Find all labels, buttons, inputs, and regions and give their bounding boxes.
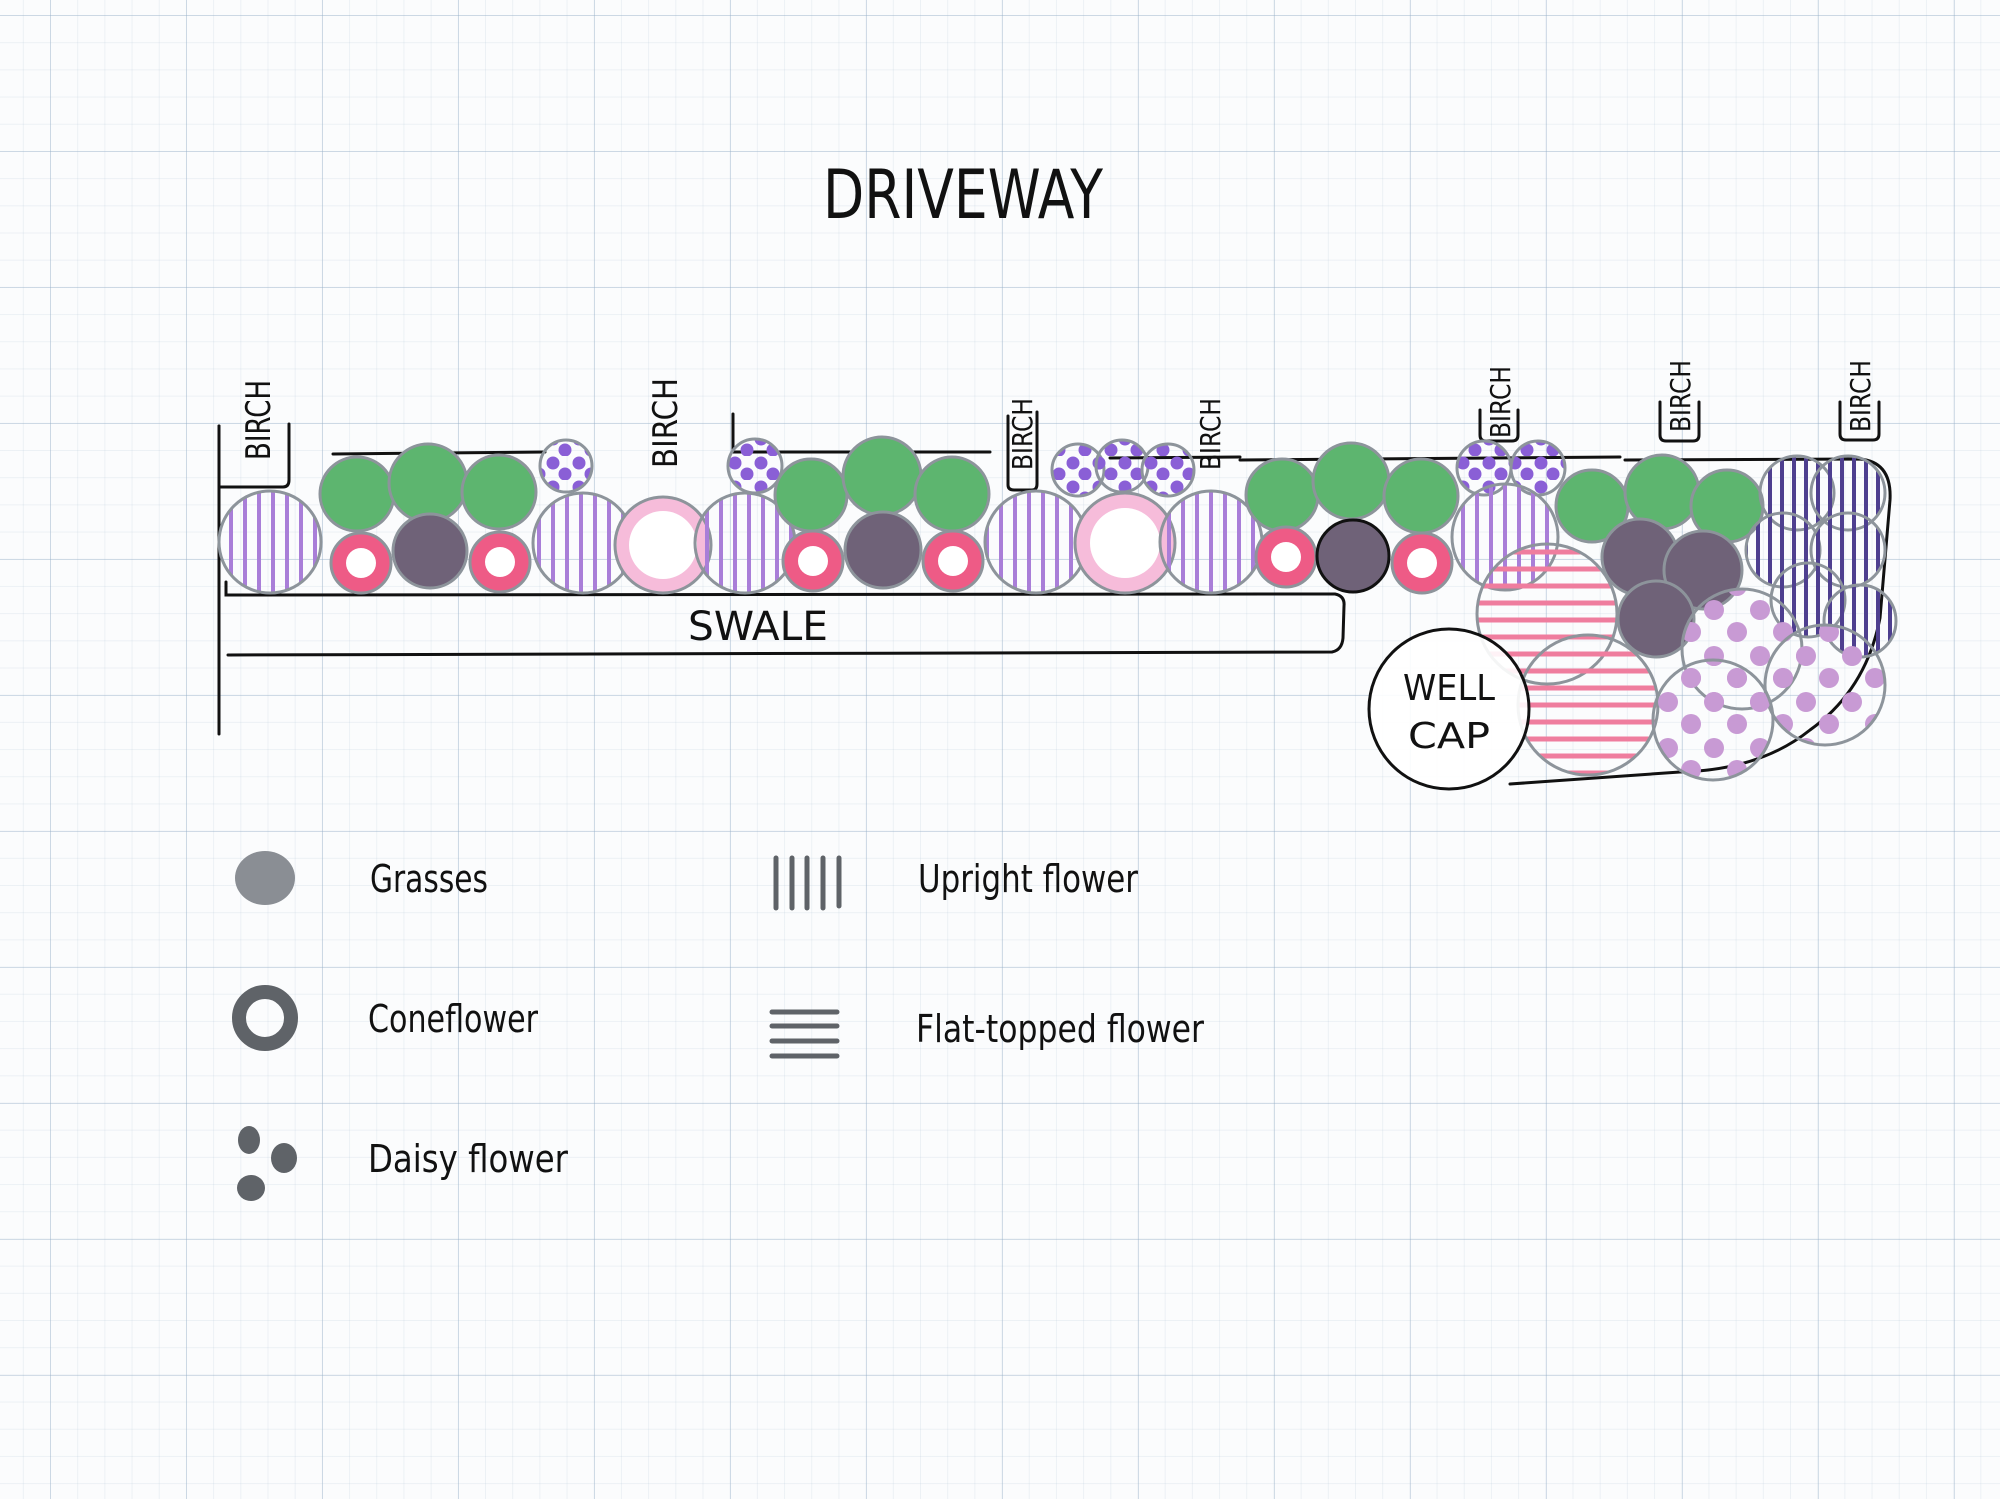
swale-label: SWALE xyxy=(688,604,828,650)
upright-flower-plant xyxy=(217,489,323,595)
birch-label: BIRCH xyxy=(1664,360,1697,432)
grass-plant xyxy=(1244,457,1320,533)
birch-label: BIRCH xyxy=(1484,366,1517,438)
daisy-icon xyxy=(237,1126,297,1201)
legend-item-coneflower: Coneflower xyxy=(232,985,538,1051)
upright-flower-plant xyxy=(983,489,1089,595)
daisy-flower-plant xyxy=(1763,623,1887,747)
plant-section-corner xyxy=(1450,439,1898,782)
legend-label: Upright flower xyxy=(918,857,1138,901)
grass-plant xyxy=(460,453,538,531)
legend-label: Flat-topped flower xyxy=(916,1007,1204,1051)
daisy-flower-plant xyxy=(726,437,784,495)
plant-section-1 xyxy=(217,438,713,595)
birch-label: BIRCH xyxy=(1194,398,1227,470)
grass-icon xyxy=(235,851,295,905)
plant-section-2 xyxy=(693,435,1264,595)
legend-item-daisy: Daisy flower xyxy=(237,1126,568,1201)
well-cap-label-line1: WELL xyxy=(1403,668,1495,709)
grass-plant xyxy=(387,442,469,524)
daisy-flower-plant xyxy=(538,438,594,494)
flat-topped-flower-icon xyxy=(769,1009,840,1059)
grass-plant xyxy=(843,510,923,590)
well-cap: WELL CAP xyxy=(1367,627,1531,791)
birch-label: BIRCH xyxy=(1006,398,1039,470)
daisy-flower-plant xyxy=(1140,442,1196,498)
grass-plant xyxy=(318,455,396,533)
grass-plant xyxy=(913,455,991,533)
legend-label: Daisy flower xyxy=(368,1137,568,1181)
flat-topped-flower-plant xyxy=(1516,633,1660,777)
well-cap-label-line2: CAP xyxy=(1408,716,1490,757)
coneflower-icon xyxy=(232,985,298,1051)
diagram-title: DRIVEWAY xyxy=(823,156,1103,235)
grass-plant xyxy=(1311,441,1391,521)
birch-label: BIRCH xyxy=(646,378,686,468)
grass-plant xyxy=(773,457,849,533)
grass-plant xyxy=(1315,518,1391,594)
legend-item-upright: Upright flower xyxy=(773,855,1138,911)
daisy-flower-plant xyxy=(1651,658,1775,782)
plant-section-3 xyxy=(1244,441,1460,595)
daisy-flower-plant xyxy=(1094,438,1150,494)
birch-label: BIRCH xyxy=(1844,360,1877,432)
swale: SWALE xyxy=(224,580,1346,657)
upright-flower-icon xyxy=(773,855,842,911)
grass-plant xyxy=(391,512,469,590)
legend-label: Grasses xyxy=(370,857,488,901)
birch-label: BIRCH xyxy=(239,380,279,460)
legend-item-flat-topped: Flat-topped flower xyxy=(769,1007,1204,1059)
grass-plant xyxy=(1382,457,1460,535)
birch-markers xyxy=(217,400,1881,492)
legend-label: Coneflower xyxy=(368,997,538,1041)
legend: Grasses Coneflower Daisy flower Upright … xyxy=(232,851,1204,1201)
grass-plant xyxy=(841,435,923,517)
birch-labels: BIRCH BIRCH BIRCH BIRCH BIRCH BIRCH BIRC… xyxy=(239,360,1877,470)
legend-item-grasses: Grasses xyxy=(235,851,488,905)
